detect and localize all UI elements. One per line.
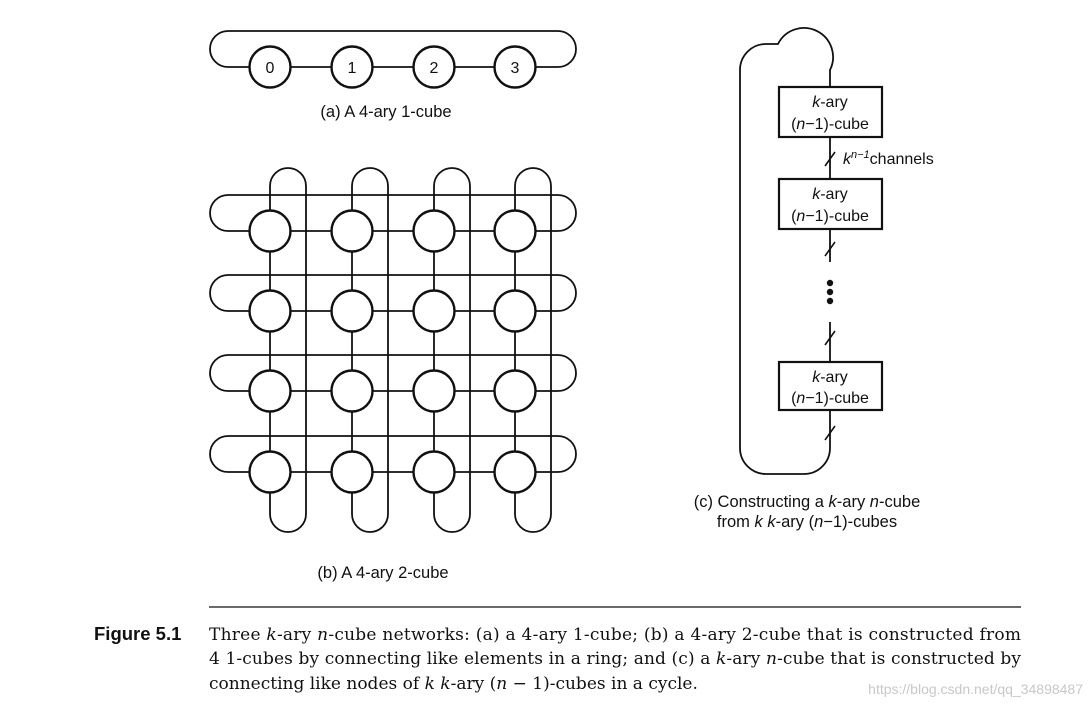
torus-node bbox=[493, 209, 537, 253]
ring-node-1: 1 bbox=[330, 45, 374, 89]
caption-line-3: connecting like nodes of k k-ary (n − 1)… bbox=[209, 674, 698, 694]
channels-label: kn−1channels bbox=[843, 149, 934, 168]
subcube-box-2: k-ary (n−1)-cube bbox=[777, 177, 884, 231]
column-ring-2 bbox=[433, 167, 471, 533]
caption-line-1: Three k-ary n-cube networks: (a) a 4-ary… bbox=[209, 625, 1021, 645]
diagram-c-label-line1: (c) Constructing a k-ary n-cube bbox=[694, 493, 921, 511]
svg-text:(n−1)-cube: (n−1)-cube bbox=[791, 208, 869, 225]
torus-node bbox=[493, 369, 537, 413]
torus-node bbox=[330, 450, 374, 494]
column-ring-0 bbox=[269, 167, 307, 533]
diagram-c-label-line2: from k k-ary (n−1)-cubes bbox=[717, 513, 897, 531]
svg-text:k-ary: k-ary bbox=[812, 94, 848, 111]
torus-node bbox=[330, 209, 374, 253]
row-ring-3 bbox=[209, 435, 577, 473]
ring-node-2: 2 bbox=[412, 45, 456, 89]
svg-text:k-ary: k-ary bbox=[812, 369, 848, 386]
torus-node bbox=[330, 369, 374, 413]
torus-node bbox=[330, 289, 374, 333]
row-ring-0 bbox=[209, 194, 577, 232]
torus-node bbox=[493, 289, 537, 333]
node-label-3: 3 bbox=[511, 60, 520, 77]
diagram-b-links bbox=[209, 167, 577, 533]
torus-node bbox=[412, 289, 456, 333]
diagram-b-nodes bbox=[248, 209, 537, 494]
subcube-box-1: k-ary (n−1)-cube bbox=[777, 85, 884, 139]
row-ring-1 bbox=[209, 274, 577, 312]
torus-node bbox=[248, 369, 292, 413]
torus-node bbox=[248, 209, 292, 253]
caption-line-2: 4 1-cubes by connecting like elements in… bbox=[209, 649, 1021, 669]
subcube-box-3: k-ary (n−1)-cube bbox=[777, 360, 884, 412]
torus-node bbox=[248, 289, 292, 333]
column-ring-1 bbox=[351, 167, 389, 533]
node-label-1: 1 bbox=[348, 60, 357, 77]
ring-node-3: 3 bbox=[493, 45, 537, 89]
torus-node bbox=[412, 209, 456, 253]
torus-node bbox=[412, 450, 456, 494]
svg-text:(n−1)-cube: (n−1)-cube bbox=[791, 390, 869, 407]
torus-node bbox=[412, 369, 456, 413]
diagram-a-ring bbox=[209, 30, 577, 68]
figure-number: Figure 5.1 bbox=[94, 623, 181, 644]
watermark: https://blog.csdn.net/qq_34898487 bbox=[868, 681, 1083, 697]
channel-tick-marks bbox=[824, 151, 836, 441]
diagram-b-label: (b) A 4-ary 2-cube bbox=[317, 564, 448, 582]
svg-text:k-ary: k-ary bbox=[812, 186, 848, 203]
torus-node bbox=[493, 450, 537, 494]
node-label-0: 0 bbox=[266, 60, 275, 77]
node-label-2: 2 bbox=[430, 60, 439, 77]
ring-node-0: 0 bbox=[248, 45, 292, 89]
torus-node bbox=[248, 450, 292, 494]
ellipsis-dots bbox=[826, 279, 834, 305]
diagram-a-nodes: 0 1 2 3 bbox=[248, 45, 537, 89]
diagram-a-label: (a) A 4-ary 1-cube bbox=[320, 103, 451, 121]
svg-text:(n−1)-cube: (n−1)-cube bbox=[791, 116, 869, 133]
column-ring-3 bbox=[514, 167, 552, 533]
row-ring-2 bbox=[209, 354, 577, 392]
